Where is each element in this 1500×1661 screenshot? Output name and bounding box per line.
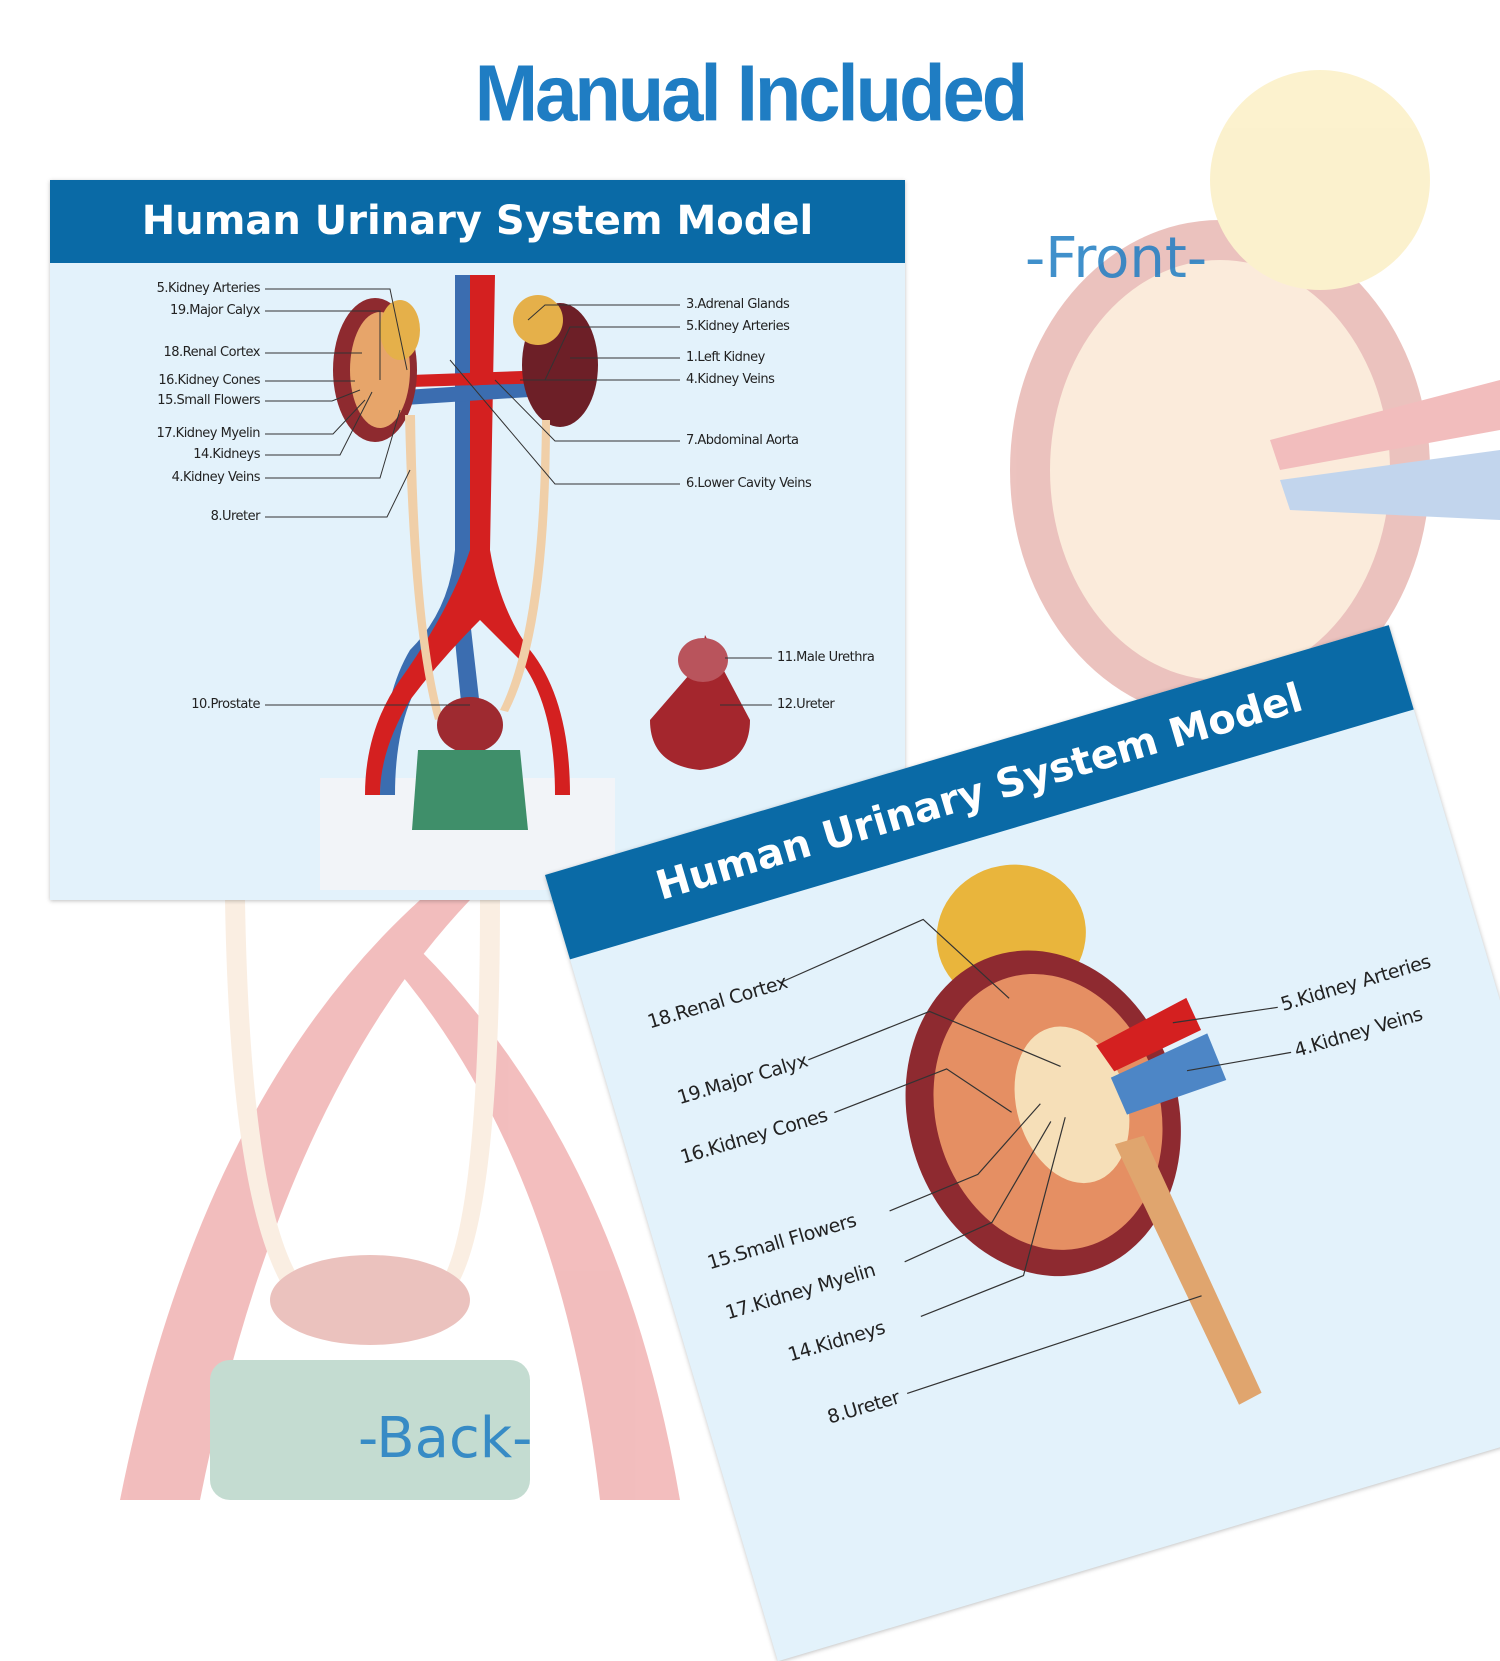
faded-adrenal-gland [1210, 70, 1430, 290]
faded-kidney-front [1010, 220, 1430, 720]
label-prostate: 10.Prostate [191, 697, 260, 712]
label-male-urethra: 11.Male Urethra [777, 650, 875, 665]
adrenal-gland [380, 300, 420, 360]
kidney-vein [1110, 1033, 1227, 1115]
faded-artery-back [120, 900, 470, 1500]
manual-card-kidney-section: Human Urinary System Model 18.Renal Cort… [545, 625, 1500, 1661]
card-title: Human Urinary System Model [50, 180, 905, 263]
faded-prostate [270, 1255, 470, 1345]
vena-cava [380, 275, 490, 795]
label-kidney-arteries-left: 5.Kidney Arteries [156, 281, 261, 296]
background-product-photo [120, 70, 1500, 1500]
urinary-system-illustration [265, 275, 772, 890]
watermark-front: -Front- [1025, 226, 1208, 291]
label-ureter: 8.Ureter [210, 509, 261, 524]
ureter [405, 415, 443, 720]
label-kidney-veins-right: 4.Kidney Veins [686, 372, 775, 387]
green-base [412, 750, 528, 830]
manual-card-urinary-system: Human Urinary System Model [50, 180, 905, 900]
kidney-section-illustration [780, 864, 1292, 1405]
label-adrenal-glands: 3.Adrenal Glands [686, 297, 790, 312]
inset-urethra-model [650, 635, 750, 770]
kidney-artery [1096, 997, 1202, 1072]
headline: Manual Included [474, 48, 1028, 139]
label-left-kidney: 1.Left Kidney [686, 350, 765, 365]
label-kidneys: 14.Kidneys [193, 447, 260, 462]
label-kidney-myelin: 17.Kidney Myelin [156, 426, 261, 441]
label-major-calyx: 19.Major Calyx [170, 303, 260, 318]
faded-base [210, 1360, 530, 1500]
label-renal-cortex: 18.Renal Cortex [163, 345, 260, 360]
prostate [437, 697, 503, 753]
abdominal-aorta [365, 275, 570, 795]
ureter [1114, 1135, 1262, 1405]
label-kidney-arteries-right: 5.Kidney Arteries [686, 319, 790, 334]
renal-pelvis [1014, 1026, 1130, 1184]
label-lower-cavity-veins: 6.Lower Cavity Veins [686, 476, 812, 491]
watermark-back: -Back- [358, 1406, 533, 1471]
label-kidney-veins-left: 4.Kidney Veins [171, 470, 261, 485]
label-small-flowers: 15.Small Flowers [157, 393, 260, 408]
label-kidney-cones: 16.Kidney Cones [158, 373, 260, 388]
label-inset-ureter: 12.Ureter [777, 697, 835, 712]
label-abdominal-aorta: 7.Abdominal Aorta [686, 433, 799, 448]
